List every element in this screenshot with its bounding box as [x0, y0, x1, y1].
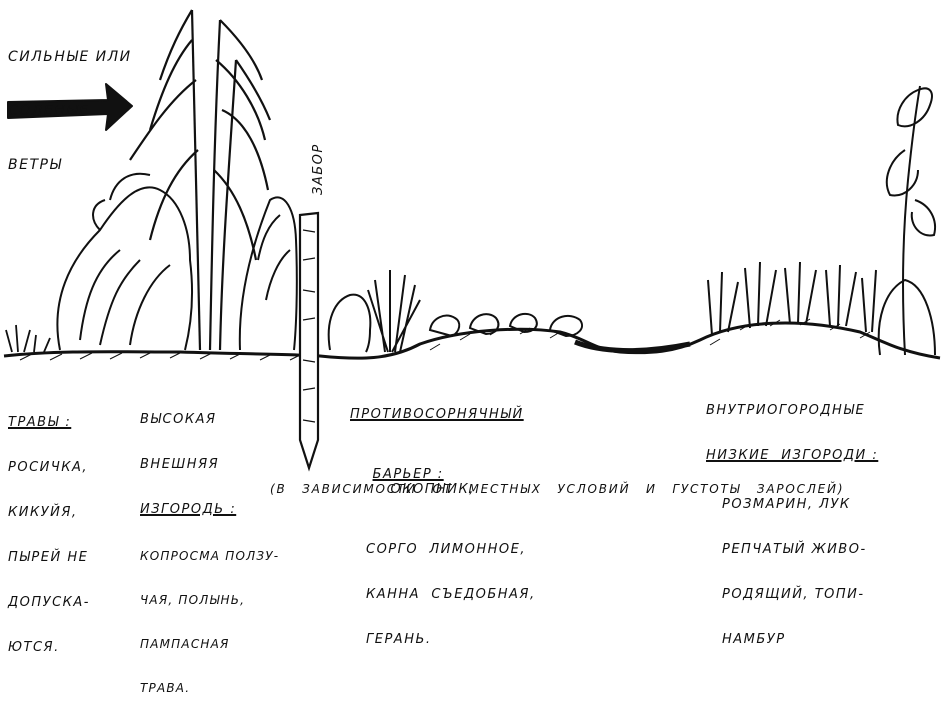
grasses-line-2: КИКУЙЯ,: [8, 505, 78, 520]
grasses-line-3: ПЫРЕЙ НЕ: [8, 550, 89, 565]
section-inner-hedges: ВНУТРИОГОРОДНЫЕ НИЗКИЕ ИЗГОРОДИ : РОЗМАР…: [706, 373, 878, 662]
weed-barrier-line-2: СОРГО ЛИМОННОЕ,: [366, 542, 526, 557]
inner-hedges-line-3: РОДЯЩИЙ, ТОПИ-: [722, 587, 865, 602]
section-outer-hedge: ВЫСОКАЯ ВНЕШНЯЯ ИЗГОРОДЬ : КОПРОСМА ПОЛЗ…: [140, 382, 279, 710]
inner-hedges-title-1: ВНУТРИОГОРОДНЫЕ: [706, 403, 866, 418]
outer-hedge-line-2: ЧАЯ, ПОЛЫНЬ,: [140, 593, 246, 607]
garden-profile-drawing: ЗАБОР: [3, 9, 941, 472]
grasses-left: [5, 324, 51, 353]
ditch: [574, 339, 691, 354]
grasses-line-5: ЮТСЯ.: [8, 640, 60, 655]
fence-label: ЗАБОР: [311, 143, 326, 195]
wind-label-line-1: СИЛЬНЫЕ ИЛИ: [8, 49, 132, 65]
weed-barrier-line-3: КАННА СЪЕДОБНАЯ,: [366, 587, 536, 602]
weed-barrier-plants: [327, 270, 584, 353]
grasses-line-4: ДОПУСКА-: [8, 595, 90, 610]
fence-post: [298, 211, 320, 472]
grasses-line-1: РОСИЧКА,: [8, 460, 89, 475]
wind-label-line-2: СОЛЕНЫЕ: [8, 103, 90, 119]
outer-hedge-line-3: ПАМПАСНАЯ: [140, 637, 230, 651]
weed-barrier-title-1: ПРОТИВОСОРНЯЧНЫЙ: [350, 407, 524, 422]
weed-barrier-row-2: БАРЬЕР : ОКОПНИК,: [350, 452, 536, 512]
wind-label-line-3: ВЕТРЫ: [8, 157, 63, 173]
inner-hedges-line-4: НАМБУР: [722, 632, 786, 647]
inner-hedges-title-2: НИЗКИЕ ИЗГОРОДИ :: [706, 448, 879, 463]
outer-hedge-title-2: ВНЕШНЯЯ: [140, 457, 220, 472]
footnote: (В ЗАВИСИМОСТИ ОТ МЕСТНЫХ УСЛОВИЙ И ГУСТ…: [270, 482, 845, 496]
section-weed-barrier: ПРОТИВОСОРНЯЧНЫЙ БАРЬЕР : ОКОПНИК, СОРГО…: [350, 377, 536, 662]
inner-hedges-line-2: РЕПЧАТЫЙ ЖИВО-: [722, 542, 867, 557]
outer-hedge-title-1: ВЫСОКАЯ: [140, 412, 217, 427]
outer-hedge-line-4: ТРАВА.: [140, 681, 191, 695]
wind-label: СИЛЬНЫЕ ИЛИ СОЛЕНЫЕ ВЕТРЫ: [8, 12, 132, 192]
section-grasses: ТРАВЫ : РОСИЧКА, КИКУЙЯ, ПЫРЕЙ НЕ ДОПУСК…: [8, 385, 90, 670]
outer-hedge-bushes: [56, 172, 298, 351]
tall-pampas-grass: [129, 9, 272, 351]
weed-barrier-line-1: ОКОПНИК,: [390, 482, 475, 497]
right-tree: [877, 85, 936, 356]
inner-low-hedges: [707, 261, 877, 336]
outer-hedge-title-3: ИЗГОРОДЬ :: [140, 502, 237, 517]
outer-hedge-line-1: КОПРОСМА ПОЛЗУ-: [140, 549, 280, 563]
inner-hedges-line-1: РОЗМАРИН, ЛУК: [722, 497, 851, 512]
weed-barrier-title-2: БАРЬЕР :: [372, 467, 444, 482]
weed-barrier-line-4: ГЕРАНЬ.: [366, 632, 432, 647]
grasses-title: ТРАВЫ :: [8, 415, 72, 430]
wind-arrow-icon: [7, 83, 133, 131]
